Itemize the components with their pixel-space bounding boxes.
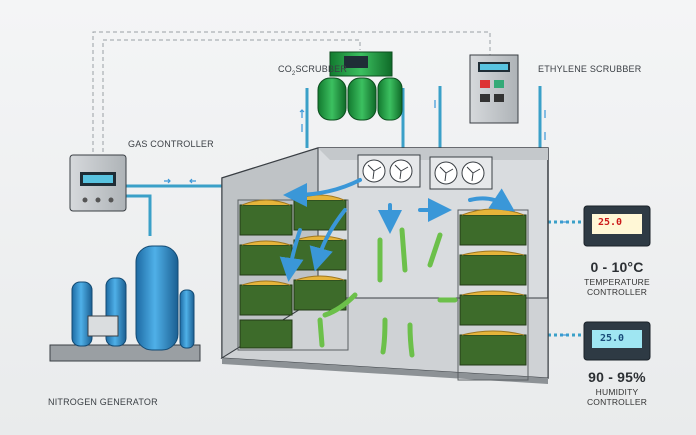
humidity-range: 90 - 95% [588,369,646,385]
ethylene-scrubber-unit [469,54,519,124]
evaporator-unit-right [429,156,493,190]
gas-controller-label: GAS CONTROLLER [128,139,214,149]
temperature-range: 0 - 10°C [590,259,644,275]
evaporator-unit-left [357,154,421,188]
temperature-title-line2: CONTROLLER [586,287,648,297]
temperature-controller-unit [583,205,651,247]
temperature-controller-label: TEMPERATURE CONTROLLER [572,277,662,297]
temperature-display: 25.0 [598,217,623,228]
gas-pipes [126,86,584,337]
co2-scrubber-label-prefix: CO [278,64,292,74]
humidity-title-line2: CONTROLLER [586,397,648,407]
co2-scrubber-unit [317,51,403,121]
airflow-arrow-icon [279,178,515,358]
humidity-controller-unit [583,321,651,361]
co2-scrubber-label-suffix: SCRUBBER [295,64,348,74]
nitrogen-generator-unit [49,245,201,362]
humidity-controller-label: HUMIDITY CONTROLLER [572,387,662,407]
crate-stack-right [457,208,529,381]
humidity-display: 25.0 [600,333,625,344]
co2-scrubber-label: CO2SCRUBBER [278,64,347,77]
temperature-title-line1: TEMPERATURE [584,277,650,287]
co2-scrubber-label-sub: 2 [291,70,296,77]
gas-controller-unit [69,154,127,212]
ethylene-scrubber-label: ETHYLENE SCRUBBER [538,64,642,74]
signal-lines [92,31,491,152]
nitrogen-generator-label: NITROGEN GENERATOR [48,397,158,407]
humidity-title-line1: HUMIDITY [595,387,639,397]
